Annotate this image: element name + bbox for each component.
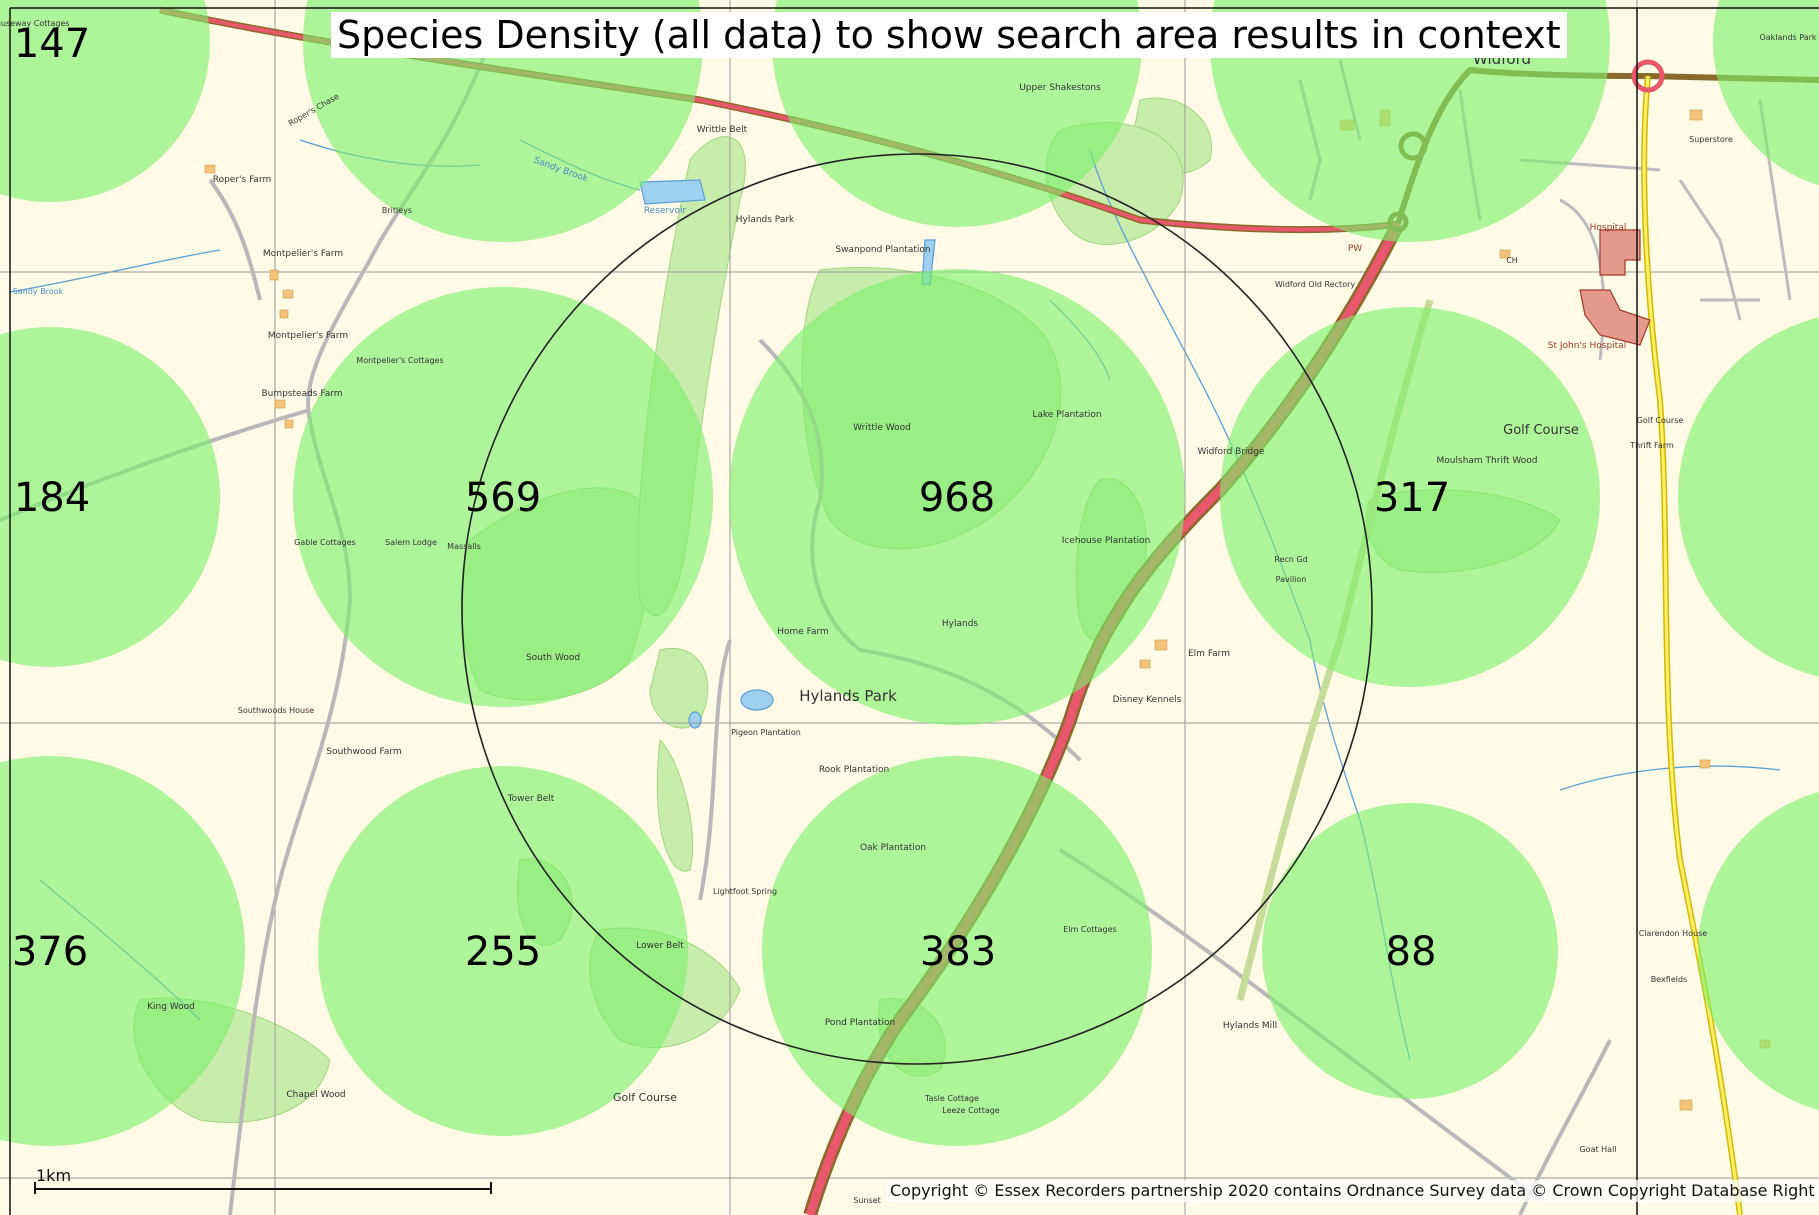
place-label: Home Farm xyxy=(777,627,829,637)
place-label: Lower Belt xyxy=(636,941,684,951)
place-label: Widford Bridge xyxy=(1197,447,1265,457)
place-label: Golf Course xyxy=(1637,416,1684,425)
place-label: Montpelier's Farm xyxy=(263,249,343,259)
density-circle xyxy=(0,327,220,667)
place-label: Tower Belt xyxy=(507,794,555,804)
water-layer xyxy=(639,179,1111,729)
density-circle xyxy=(1220,307,1600,687)
place-label: Golf Course xyxy=(1503,423,1579,438)
place-label: Roper's Farm xyxy=(213,175,272,185)
scale-tick xyxy=(34,1182,36,1194)
place-label: Chapel Wood xyxy=(286,1090,345,1100)
density-circle xyxy=(0,756,245,1146)
density-circle xyxy=(762,756,1152,1146)
place-label: CH xyxy=(1506,256,1518,265)
place-label: Hospital xyxy=(1590,223,1627,233)
density-value: 184 xyxy=(14,475,90,521)
hospital-buildings xyxy=(1579,229,1651,346)
place-label: Superstore xyxy=(1689,135,1733,144)
place-label: Thrift Farm xyxy=(1629,441,1674,450)
place-label: Hylands xyxy=(942,619,979,629)
place-label: Bumpsteads Farm xyxy=(261,389,342,399)
search-area-circle[interactable] xyxy=(461,153,1373,1065)
place-label: Lake Plantation xyxy=(1032,410,1101,420)
place-label: Hylands Park xyxy=(736,215,795,225)
place-label: Sandy Brook xyxy=(13,287,64,296)
place-label: Causeway Cottages xyxy=(0,19,70,28)
density-circle xyxy=(1678,317,1819,677)
place-label: Elm Farm xyxy=(1188,649,1230,659)
density-circle xyxy=(303,0,703,242)
place-label: Recn Gd xyxy=(1274,555,1307,564)
place-label: Swanpond Plantation xyxy=(835,245,930,255)
place-label: Writtle Belt xyxy=(697,125,748,135)
map-border xyxy=(9,7,1819,1215)
density-value: 383 xyxy=(920,929,996,975)
density-value: 88 xyxy=(1386,929,1437,975)
scale-tick xyxy=(490,1182,492,1194)
place-label: Elm Cottages xyxy=(1063,925,1116,934)
place-label: Gable Cottages xyxy=(294,538,356,547)
place-label: Icehouse Plantation xyxy=(1062,536,1151,546)
place-label: St John's Hospital xyxy=(1548,341,1626,351)
place-label: Rook Plantation xyxy=(819,765,889,775)
scale-bar: 1km xyxy=(34,1166,492,1196)
place-label: Bexfields xyxy=(1651,975,1687,984)
density-circle xyxy=(293,287,713,707)
place-label: Tasle Cottage xyxy=(924,1094,979,1103)
density-value: 376 xyxy=(12,929,88,975)
density-circle xyxy=(1262,803,1558,1099)
place-label: Pigeon Plantation xyxy=(731,728,801,737)
place-label: Disney Kennels xyxy=(1113,695,1182,705)
place-label: Writtle Wood xyxy=(853,423,911,433)
density-circle xyxy=(1713,0,1819,186)
density-circle xyxy=(318,766,688,1136)
place-label: Britleys xyxy=(382,206,412,215)
density-value: 968 xyxy=(919,475,995,521)
place-label: Pond Plantation xyxy=(825,1018,895,1028)
scale-line xyxy=(34,1188,490,1190)
density-value-labels: 147 184 569 968 317 376 255 383 88 xyxy=(12,21,1450,975)
density-value: 569 xyxy=(465,475,541,521)
place-label: Lightfoot Spring xyxy=(713,887,777,896)
density-circle xyxy=(729,269,1185,725)
place-label: Massalls xyxy=(447,542,481,551)
place-label: Moulsham Thrift Wood xyxy=(1437,456,1538,466)
density-circles xyxy=(0,0,1819,1146)
place-label: Golf Course xyxy=(613,1091,677,1104)
place-label: Montpelier's Farm xyxy=(268,331,348,341)
place-label: Pavilion xyxy=(1276,575,1307,584)
density-value: 255 xyxy=(465,929,541,975)
density-circle xyxy=(0,0,210,202)
place-label: Sunset xyxy=(853,1196,880,1205)
place-label: Clarendon House xyxy=(1639,929,1708,938)
place-label: Reservoir xyxy=(644,206,687,216)
place-label: Upper Shakestons xyxy=(1019,83,1101,93)
place-label: Southwood Farm xyxy=(326,747,401,757)
place-label: Hylands Park xyxy=(799,687,897,705)
place-label: Hylands Mill xyxy=(1223,1021,1277,1031)
place-label: King Wood xyxy=(147,1002,195,1012)
place-label: Salem Lodge xyxy=(385,538,437,547)
map-title: Species Density (all data) to show searc… xyxy=(331,12,1567,58)
place-label: Widford Old Rectory xyxy=(1275,280,1355,289)
density-circle xyxy=(1210,0,1610,242)
density-value: 317 xyxy=(1374,475,1450,521)
place-label: Leeze Cottage xyxy=(942,1106,1000,1115)
place-label: Oak Plantation xyxy=(860,843,926,853)
place-label: PW xyxy=(1348,244,1362,254)
scale-label: 1km xyxy=(36,1166,72,1185)
copyright-notice: Copyright © Essex Recorders partnership … xyxy=(886,1180,1819,1202)
place-label: South Wood xyxy=(526,653,580,663)
place-label: Goat Hall xyxy=(1579,1145,1616,1154)
density-value: 147 xyxy=(14,21,90,67)
place-label: Oaklands Park xyxy=(1759,33,1816,42)
place-label: Southwoods House xyxy=(238,706,315,715)
place-label: Montpelier's Cottages xyxy=(356,356,443,365)
density-circle xyxy=(1698,791,1819,1111)
